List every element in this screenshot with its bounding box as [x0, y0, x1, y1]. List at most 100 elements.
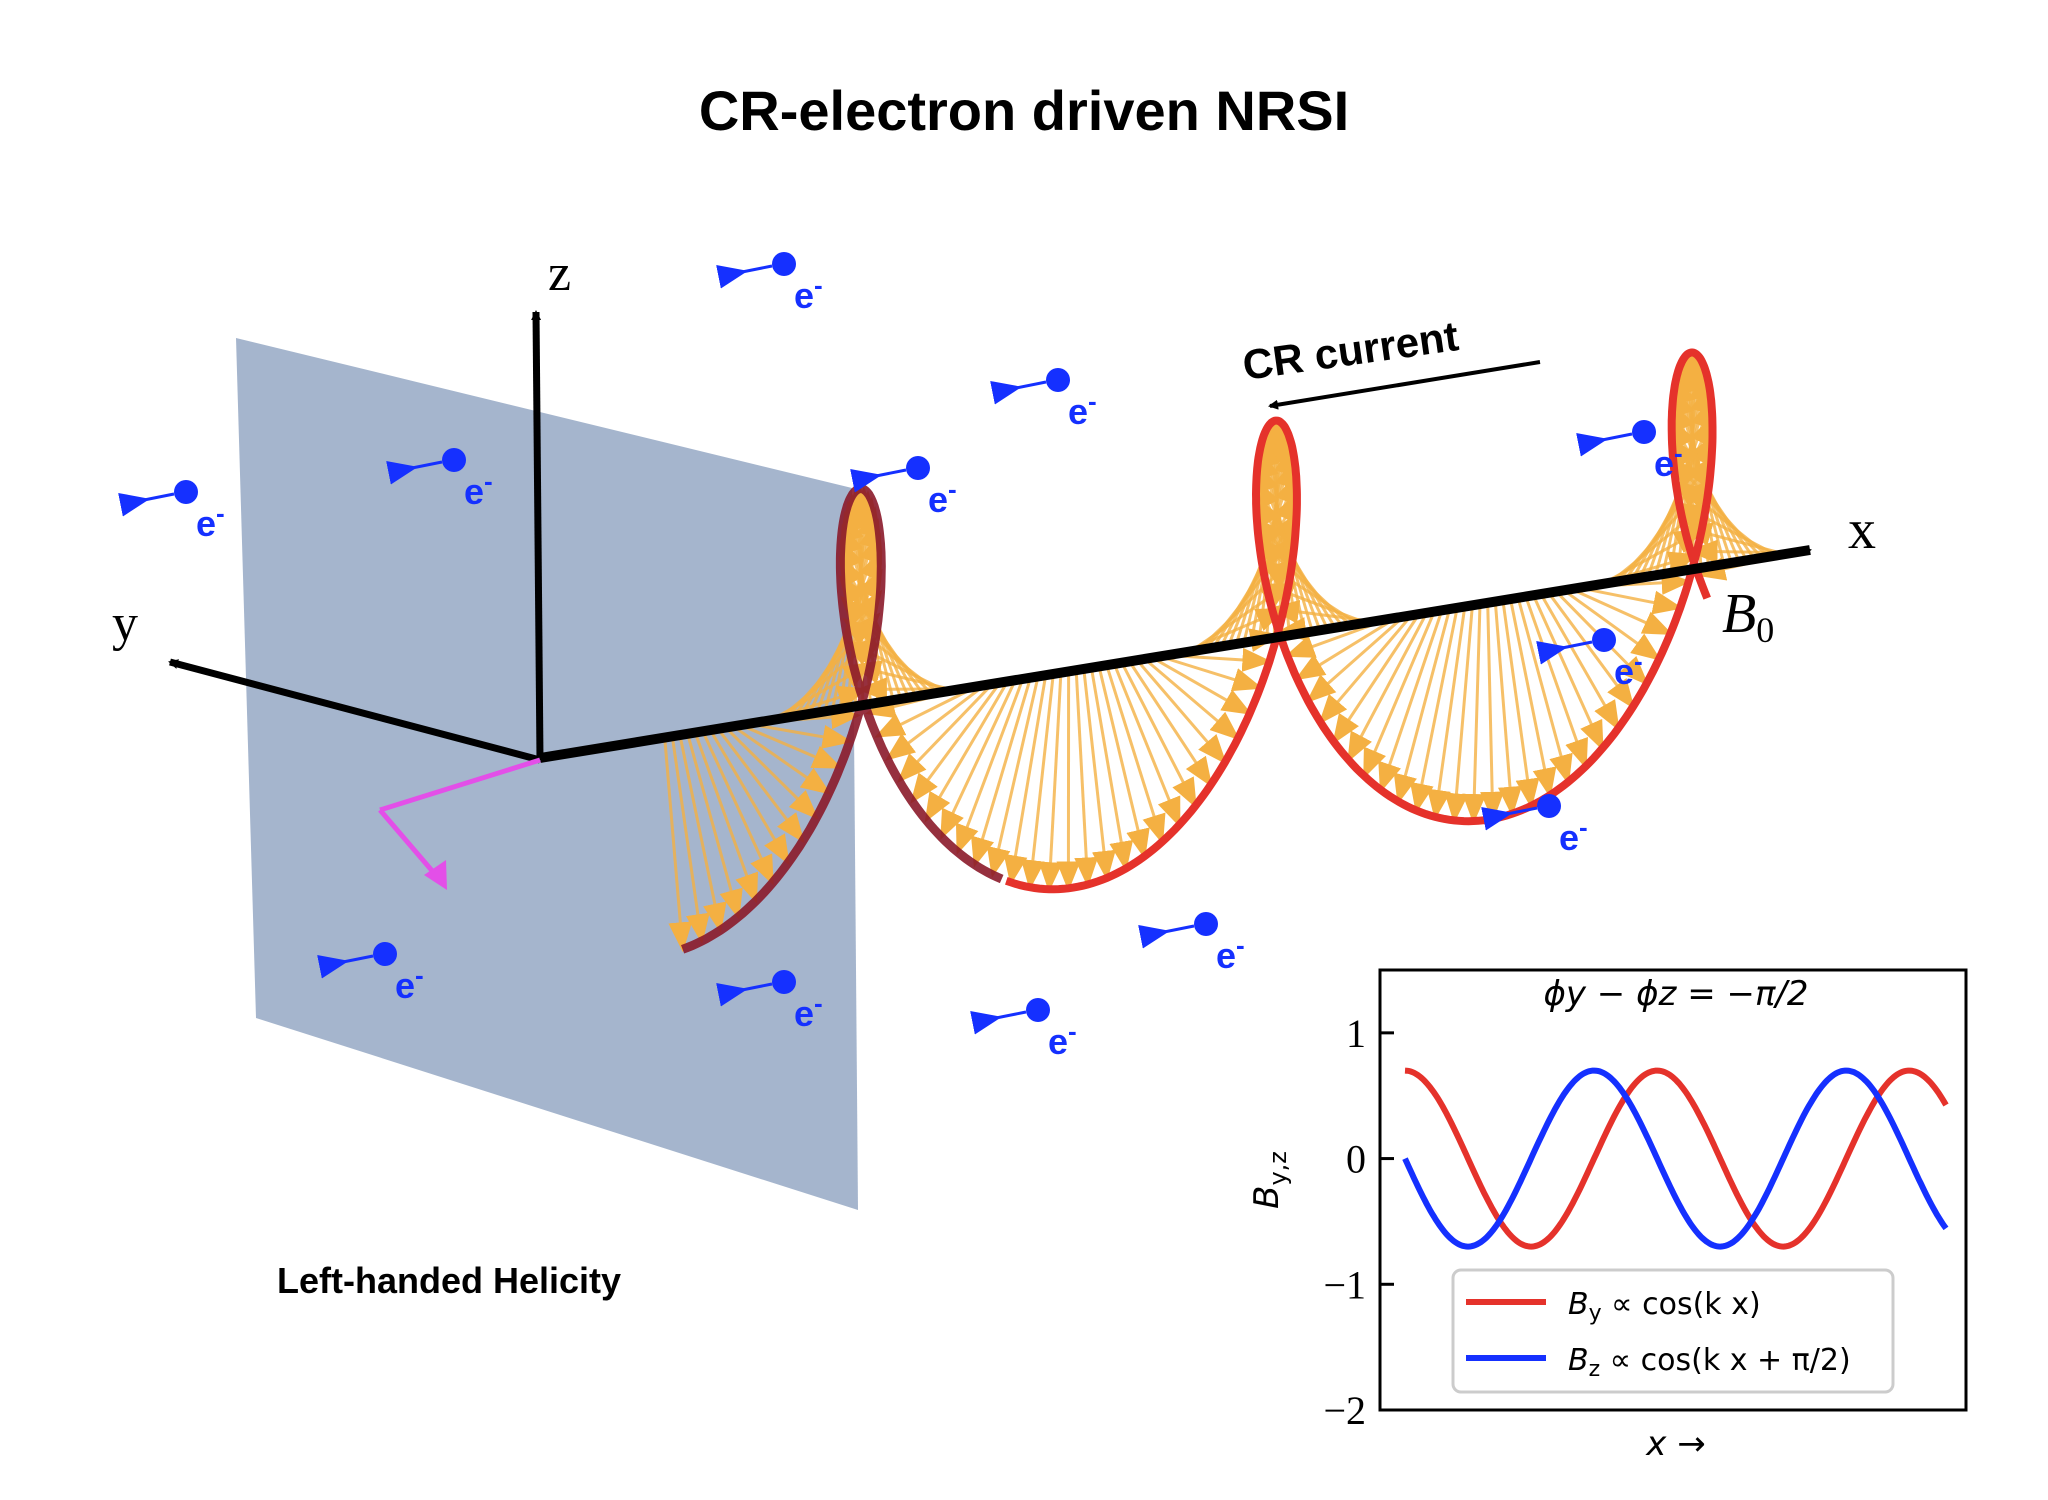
field-vector: [1378, 609, 1444, 793]
field-vector: [663, 737, 693, 953]
field-vector: [1074, 670, 1099, 888]
field-vector: [1410, 607, 1459, 814]
electron-dot: [373, 942, 397, 966]
electron: e-: [1576, 420, 1683, 484]
field-vector: [955, 678, 1025, 855]
electron: e-: [386, 448, 493, 512]
electron-dot: [442, 448, 466, 472]
electron: e-: [716, 970, 823, 1034]
field-vector: [1143, 657, 1241, 741]
electron-dot: [772, 252, 796, 276]
electron-dot: [1537, 794, 1561, 818]
electron-velocity-arrow: [716, 264, 773, 289]
electron-velocity-arrow: [716, 982, 773, 1007]
field-vector: [874, 685, 978, 738]
field-vector: [740, 723, 843, 769]
transverse-plane: [236, 338, 858, 1210]
figure-title: CR-electron driven NRSI: [698, 79, 1350, 142]
field-vector: [1135, 659, 1227, 765]
field-vector: [1532, 594, 1604, 752]
field-vector: [716, 727, 805, 844]
electron-label: e-: [794, 988, 823, 1034]
electron-label: e-: [1559, 812, 1588, 858]
wavevector-line: [379, 757, 541, 813]
helicity-label: Left-handed Helicity: [277, 1260, 622, 1301]
field-vector: [1112, 663, 1181, 828]
field-vector: [1524, 596, 1588, 770]
field-vector: [724, 726, 819, 820]
field-vector: [1578, 586, 1684, 615]
field-vector: [971, 677, 1032, 868]
electron-velocity-arrow: [1138, 924, 1195, 949]
field-vector: [1003, 674, 1048, 886]
electron-dot: [1592, 628, 1616, 652]
field-vector: [1038, 672, 1063, 893]
legend-bz-label: Bz ∝ cos(k x + π/2): [1568, 1343, 1851, 1382]
series-bz-line: [1402, 1067, 1949, 1250]
electron: e-: [1138, 912, 1245, 976]
electron-velocity-arrow: [386, 460, 443, 485]
x-axis-label: x: [1848, 499, 1876, 561]
electron-dot: [174, 480, 198, 504]
field-vector: [1480, 602, 1505, 822]
electron: e-: [317, 942, 424, 1006]
field-vector: [884, 684, 986, 761]
field-vector: [1570, 587, 1674, 636]
electron-label: e-: [1068, 386, 1097, 432]
field-vector: [701, 730, 774, 886]
field-vector: [693, 732, 759, 904]
field-vector: [1318, 614, 1413, 725]
y-axis-label: y: [112, 595, 138, 652]
field-vector: [748, 722, 853, 749]
electron: e-: [1481, 794, 1588, 858]
z-axis-label: z: [548, 245, 571, 302]
electron-velocity-arrow: [317, 954, 374, 979]
y-axis-title: By,z: [1247, 1151, 1292, 1209]
electron-dot: [1026, 998, 1050, 1022]
field-vector: [897, 682, 994, 783]
series-by-line: [1404, 1067, 1949, 1250]
field-vector: [910, 681, 1002, 804]
electron-label: e-: [928, 474, 957, 520]
field-vector: [1493, 601, 1522, 817]
electron-dot: [1194, 912, 1218, 936]
field-vector: [1427, 606, 1467, 820]
field-vector: [1539, 593, 1620, 732]
field-vector: [924, 680, 1009, 823]
electron-dot: [772, 970, 796, 994]
y-tick-label: 1: [1346, 1011, 1366, 1056]
field-vector: [986, 676, 1040, 878]
field-vector: [1347, 612, 1429, 763]
field-vector: [1462, 603, 1487, 824]
wavevector-arrowhead: [424, 860, 447, 890]
b0-label: B0: [1722, 583, 1774, 650]
field-vector: [732, 725, 832, 795]
field-vector: [1089, 667, 1134, 872]
electron-label: e-: [395, 960, 424, 1006]
field-vector: [1020, 673, 1055, 891]
field-vector: [1151, 656, 1253, 715]
field-vector: [1332, 613, 1421, 745]
x-axis-title: x →: [1645, 1424, 1705, 1464]
field-vector: [1363, 610, 1436, 779]
field-vector: [1263, 583, 1367, 625]
wavevector-arrow: [378, 808, 442, 882]
electron-label: e-: [1614, 646, 1643, 692]
field-vector: [678, 734, 727, 934]
electron-velocity-arrow: [118, 492, 175, 517]
electron: e-: [1536, 628, 1643, 692]
y-axis: [168, 658, 541, 764]
field-vector: [1305, 615, 1405, 704]
electron-velocity-arrow: [970, 1010, 1027, 1035]
field-vector: [1671, 457, 1764, 559]
field-vector: [1563, 589, 1662, 661]
helix-front-segment: [1005, 348, 1717, 894]
field-vector: [1501, 600, 1540, 809]
electron-label: e-: [464, 466, 493, 512]
field-vector: [1128, 660, 1213, 788]
field-vector: [1509, 598, 1557, 799]
electron-dot: [1632, 420, 1656, 444]
cr-current-arrow: [1268, 360, 1541, 410]
electron-label: e-: [196, 498, 225, 544]
